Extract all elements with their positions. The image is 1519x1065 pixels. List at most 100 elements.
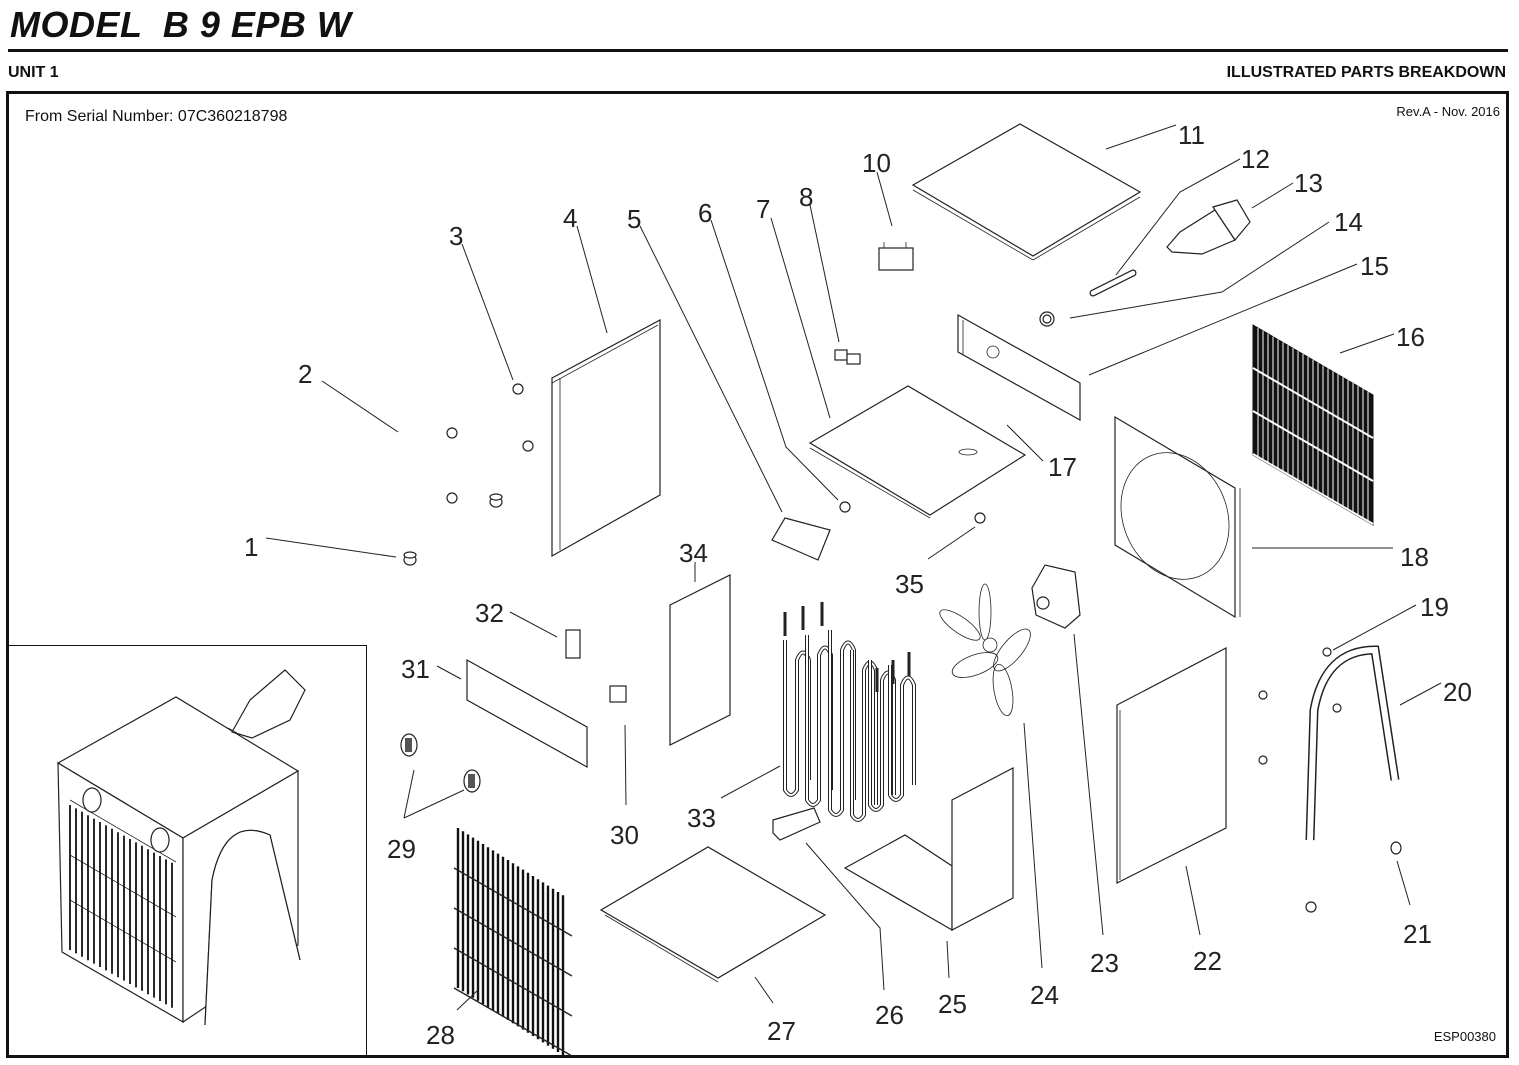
callout-number: 22 xyxy=(1193,946,1222,976)
callout-7: 7 xyxy=(756,194,831,419)
section-title: ILLUSTRATED PARTS BREAKDOWN xyxy=(1226,64,1506,81)
rear-grille xyxy=(1252,324,1374,526)
grille-rod xyxy=(453,947,573,1017)
leader-line xyxy=(710,219,839,501)
callout-16: 16 xyxy=(1339,322,1425,354)
handle-mount-clips xyxy=(1258,647,1342,765)
fan-motor xyxy=(1031,564,1081,629)
callout-15: 15 xyxy=(1088,251,1389,376)
callout-number: 6 xyxy=(698,198,712,228)
callout-8: 8 xyxy=(799,182,840,343)
callout-17: 17 xyxy=(1006,424,1077,482)
plug xyxy=(1166,199,1251,255)
callout-6: 6 xyxy=(698,198,839,501)
callout-3: 3 xyxy=(449,221,514,381)
callout-30: 30 xyxy=(610,724,639,850)
callout-number: 34 xyxy=(679,538,708,568)
bottom-plate xyxy=(599,846,827,983)
rear-cross-panel xyxy=(957,313,1081,422)
leader-line xyxy=(946,940,950,979)
leader-line xyxy=(624,724,627,806)
callout-22: 22 xyxy=(1185,865,1222,976)
callout-29: 29 xyxy=(387,769,465,864)
callout-18: 18 xyxy=(1252,542,1429,572)
leader-line xyxy=(265,537,397,558)
callout-number: 12 xyxy=(1241,144,1270,174)
leader-line xyxy=(1105,124,1177,150)
control-panel xyxy=(466,658,588,769)
drawing-frame xyxy=(6,91,1509,1058)
element-tube-inner xyxy=(851,650,877,821)
leader-line xyxy=(809,204,840,343)
leader-line xyxy=(403,769,465,819)
assembled-heater-illustration xyxy=(56,669,306,1026)
grille-rod xyxy=(453,907,573,977)
callout-number: 13 xyxy=(1294,168,1323,198)
callout-number: 23 xyxy=(1090,948,1119,978)
callout-number: 5 xyxy=(627,204,641,234)
callout-14: 14 xyxy=(1069,207,1363,319)
leader-line xyxy=(1023,722,1043,969)
serial-number: From Serial Number: 07C360218798 xyxy=(25,108,288,125)
callout-5: 5 xyxy=(627,204,783,513)
callout-34: 34 xyxy=(679,538,708,582)
cable-gland xyxy=(1039,311,1055,327)
leader-line xyxy=(321,380,399,433)
callout-33: 33 xyxy=(687,765,781,833)
leader-line xyxy=(1251,182,1294,209)
callout-11: 11 xyxy=(1105,120,1205,150)
callout-number: 17 xyxy=(1048,452,1077,482)
callout-number: 8 xyxy=(799,182,813,212)
top-cover xyxy=(911,123,1142,261)
leader-line xyxy=(1339,333,1395,354)
drawing-id: ESP00380 xyxy=(1433,1029,1496,1044)
leader-line xyxy=(927,526,976,560)
callout-number: 1 xyxy=(244,532,258,562)
base-plate xyxy=(808,385,1027,519)
leader-line xyxy=(509,611,558,638)
callout-number: 24 xyxy=(1030,980,1059,1010)
callout-number: 33 xyxy=(687,803,716,833)
leader-line xyxy=(720,765,781,799)
grille-rail xyxy=(1252,367,1374,439)
heating-element xyxy=(783,602,916,822)
leader-line xyxy=(1399,682,1442,706)
element-tube-inner xyxy=(889,665,915,801)
foot-cap xyxy=(489,493,503,508)
callout-20: 20 xyxy=(1399,677,1472,707)
side-panel-left xyxy=(551,318,661,558)
fan-shroud xyxy=(1114,415,1241,619)
callout-number: 19 xyxy=(1420,592,1449,622)
callout-10: 10 xyxy=(862,148,893,227)
leader-line xyxy=(1088,263,1358,376)
callout-28: 28 xyxy=(426,989,479,1050)
leader-line xyxy=(1069,221,1330,319)
thermostat xyxy=(565,629,581,659)
front-grille xyxy=(453,828,573,1057)
callout-number: 16 xyxy=(1396,322,1425,352)
callout-number: 32 xyxy=(475,598,504,628)
leader-line xyxy=(1332,604,1417,651)
leader-line xyxy=(770,217,831,419)
fan-blade xyxy=(939,583,1031,717)
leader-line xyxy=(639,225,783,513)
callout-number: 10 xyxy=(862,148,891,178)
leader-line xyxy=(754,976,774,1004)
callout-24: 24 xyxy=(1023,722,1059,1010)
leader-line xyxy=(576,225,608,334)
terminal-block xyxy=(834,349,861,365)
callout-number: 35 xyxy=(895,569,924,599)
callout-27: 27 xyxy=(754,976,796,1046)
element-housing xyxy=(843,767,1014,932)
leader-line xyxy=(436,665,462,680)
control-knob xyxy=(463,769,481,793)
callout-number: 15 xyxy=(1360,251,1389,281)
leader-line xyxy=(1396,860,1411,906)
callout-number: 7 xyxy=(756,194,770,224)
cable-clamp xyxy=(839,501,851,513)
callout-number: 27 xyxy=(767,1016,796,1046)
revision-label: Rev.A - Nov. 2016 xyxy=(1396,104,1500,119)
foot-cap xyxy=(1305,841,1402,913)
callout-number: 28 xyxy=(426,1020,455,1050)
